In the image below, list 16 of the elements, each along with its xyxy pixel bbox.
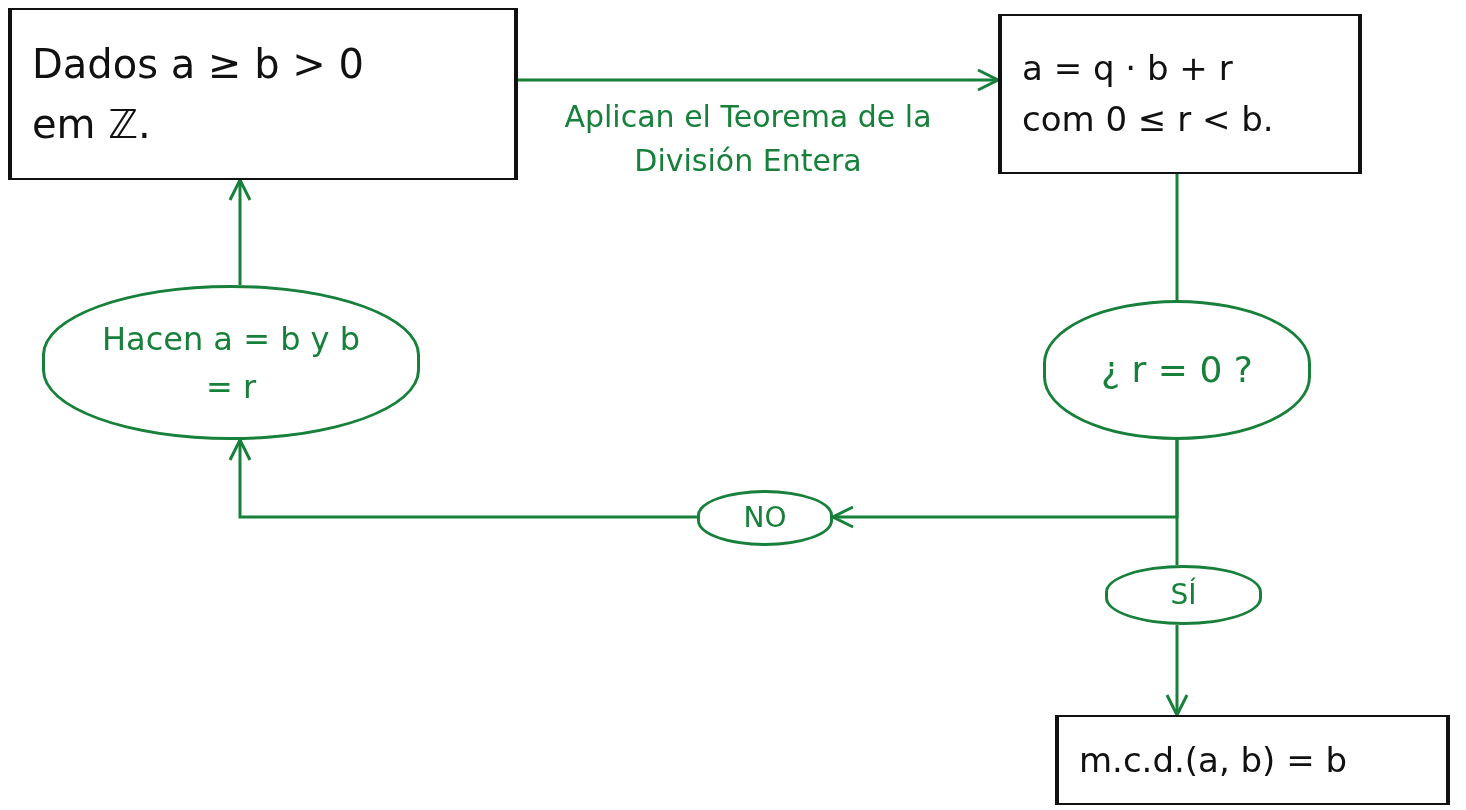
- start-box: [8, 8, 518, 180]
- node-text: Hacen a = b y b = r: [100, 318, 362, 408]
- arrow: [1165, 625, 1189, 717]
- node-text: SÍ: [1170, 576, 1197, 613]
- arrow: [228, 438, 697, 519]
- arrow: [518, 68, 1000, 92]
- connector-line: [1175, 174, 1179, 300]
- node-text: ¿ r = 0 ?: [1101, 348, 1253, 392]
- node-text: Dados a ≥ b > 0 em ℤ.: [32, 40, 365, 149]
- node-text: a = q · b + r com 0 ≤ r < b.: [1022, 47, 1275, 141]
- node-text: m.c.d.(a, b) = b: [1079, 738, 1348, 782]
- node-text: NO: [743, 500, 787, 536]
- connector-line: [1175, 440, 1179, 565]
- process-box: [998, 14, 1362, 174]
- result-box: [1055, 715, 1450, 805]
- arrow: [228, 178, 252, 285]
